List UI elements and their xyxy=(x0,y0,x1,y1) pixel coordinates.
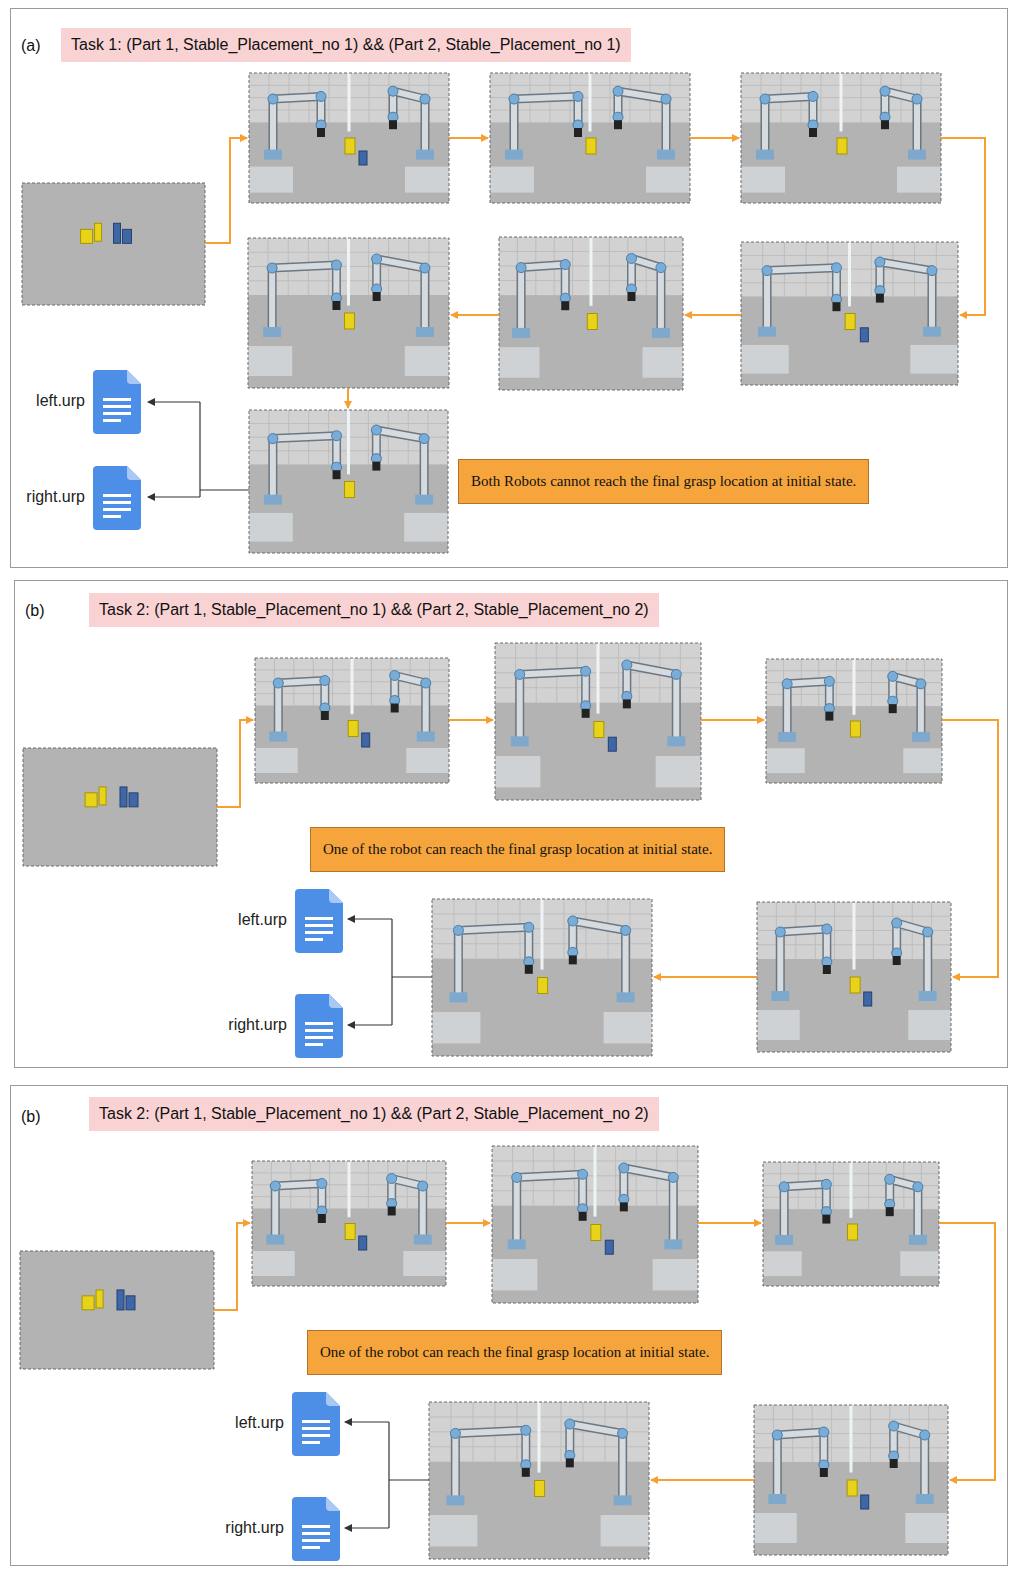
flow-arrow xyxy=(200,489,249,490)
note-text: One of the robot can reach the final gra… xyxy=(320,1344,709,1361)
flow-arrow xyxy=(348,1024,392,1025)
sim-screenshot xyxy=(249,410,448,553)
sim-screenshot xyxy=(248,238,449,388)
file-label: left.urp xyxy=(36,392,85,410)
task-title: Task 2: (Part 1, Stable_Placement_no 1) … xyxy=(89,593,659,627)
document-icon xyxy=(295,889,343,953)
flow-arrow xyxy=(347,388,349,408)
sim-screenshot xyxy=(499,237,683,390)
flow-arrow xyxy=(217,720,253,807)
title-text: Task 2: (Part 1, Stable_Placement_no 1) … xyxy=(99,1105,649,1123)
file-label: right.urp xyxy=(228,1016,287,1034)
sim-screenshot xyxy=(252,1161,446,1286)
file-label: left.urp xyxy=(238,911,287,929)
sim-screenshot xyxy=(766,659,942,783)
panel-label: (b) xyxy=(25,602,45,620)
figure-panel: (b) Task 2: (Part 1, Stable_Placement_no … xyxy=(14,580,1008,1068)
task-title: Task 1: (Part 1, Stable_Placement_no 1) … xyxy=(61,28,631,62)
figure-panel: (b) Task 2: (Part 1, Stable_Placement_no … xyxy=(10,1085,1008,1566)
sim-screenshot xyxy=(741,73,941,203)
sim-screenshot xyxy=(432,899,652,1056)
flow-arrow xyxy=(654,976,757,978)
sim-screenshot xyxy=(490,73,690,203)
document-icon xyxy=(292,1497,340,1561)
sim-screenshot xyxy=(492,1146,698,1303)
document-icon xyxy=(93,370,141,434)
figure-panel: (a) Task 1: (Part 1, Stable_Placement_no … xyxy=(10,8,1008,568)
flow-arrow xyxy=(148,496,200,497)
flow-arrow xyxy=(446,1222,490,1224)
flow-arrow xyxy=(205,138,247,243)
sim-screenshot xyxy=(741,242,958,385)
flow-arrow xyxy=(389,1479,429,1480)
sim-screenshot xyxy=(495,643,701,800)
flow-arrow xyxy=(148,401,200,402)
sim-screenshot xyxy=(757,902,951,1052)
sim-screenshot xyxy=(754,1405,948,1555)
document-icon xyxy=(93,466,141,530)
flow-arrow xyxy=(698,1222,761,1224)
note-text: Both Robots cannot reach the final grasp… xyxy=(471,473,856,490)
sim-screenshot xyxy=(22,183,205,305)
note-box: Both Robots cannot reach the final grasp… xyxy=(458,459,869,504)
flow-arrow xyxy=(942,720,998,977)
sim-screenshot xyxy=(429,1402,649,1559)
flow-arrow xyxy=(685,314,741,316)
document-icon xyxy=(295,994,343,1058)
flow-arrow xyxy=(939,1223,995,1480)
flow-arrow xyxy=(449,719,493,721)
flow-arrow xyxy=(690,137,739,139)
note-box: One of the robot can reach the final gra… xyxy=(307,1330,722,1375)
note-text: One of the robot can reach the final gra… xyxy=(323,841,712,858)
flow-arrow xyxy=(388,1422,389,1528)
file-label: right.urp xyxy=(225,1519,284,1537)
flow-arrow xyxy=(449,137,488,139)
sim-screenshot xyxy=(20,1251,214,1369)
flow-arrow xyxy=(345,1421,389,1422)
flow-arrow xyxy=(941,138,985,315)
sim-screenshot xyxy=(23,748,217,866)
flow-arrow xyxy=(391,919,392,1025)
sim-screenshot xyxy=(255,658,449,783)
sim-screenshot xyxy=(763,1162,939,1286)
file-label: right.urp xyxy=(26,488,85,506)
panel-label: (a) xyxy=(21,37,41,55)
title-text: Task 1: (Part 1, Stable_Placement_no 1) … xyxy=(71,36,621,54)
sim-screenshot xyxy=(249,73,449,203)
flow-arrow xyxy=(214,1223,250,1310)
flow-arrow xyxy=(348,918,392,919)
flow-arrow xyxy=(651,1479,754,1481)
document-icon xyxy=(292,1392,340,1456)
panel-label: (b) xyxy=(21,1108,41,1126)
flow-arrow xyxy=(451,314,499,316)
title-text: Task 2: (Part 1, Stable_Placement_no 1) … xyxy=(99,601,649,619)
flow-arrow xyxy=(701,719,764,721)
flow-arrow xyxy=(392,976,432,977)
flow-arrow xyxy=(345,1527,389,1528)
note-box: One of the robot can reach the final gra… xyxy=(310,827,725,872)
file-label: left.urp xyxy=(235,1414,284,1432)
task-title: Task 2: (Part 1, Stable_Placement_no 1) … xyxy=(89,1097,659,1131)
flow-arrow xyxy=(199,402,200,497)
